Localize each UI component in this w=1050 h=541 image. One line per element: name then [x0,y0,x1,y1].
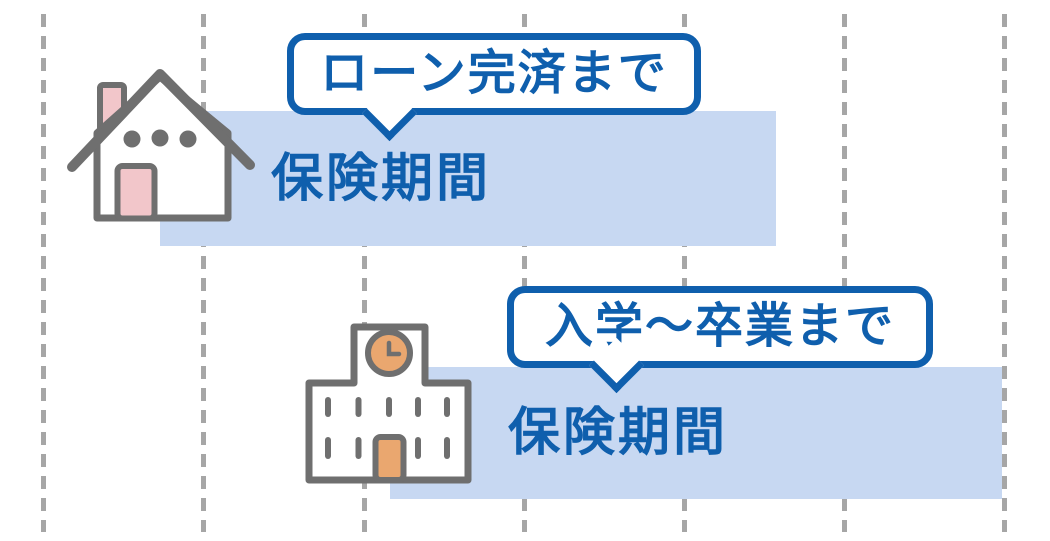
timeline-gridline [40,14,46,532]
loan-bar-label: 保険期間 [271,149,492,208]
house-window-dot [151,129,169,147]
school-clock-hands [386,340,402,357]
school-window [355,397,362,417]
education-bar-label: 保険期間 [508,404,729,462]
school-window [444,397,450,417]
house-door [114,163,158,222]
school-window [325,397,331,417]
school-window [355,437,362,459]
loan-insurance-period-bar: 保険期間 [160,111,776,246]
school-window [444,437,450,459]
timeline-gridline [1001,14,1007,532]
school-window [386,397,392,417]
school-door [372,434,407,483]
house-icon [67,69,255,222]
school-window [415,437,421,459]
house-roof [67,69,255,172]
school-window [415,397,421,417]
house-window-dot [179,130,197,148]
education-bubble-label: 入学〜卒業まで [544,300,895,353]
school-window [325,437,331,459]
loan-bubble-label: ローン完済まで [320,47,668,100]
timeline-gridline [200,14,206,532]
timeline-gridline [681,14,687,532]
timeline-gridline [841,14,847,532]
timeline-gridline [361,14,367,532]
loan-bubble: ローン完済まで [287,33,701,115]
education-bubble: 入学〜卒業まで [507,286,933,368]
school-icon [305,323,472,484]
education-insurance-period-bar: 保険期間 [390,367,1002,499]
house-window-dot [123,130,141,148]
timeline-gridline [521,14,527,532]
